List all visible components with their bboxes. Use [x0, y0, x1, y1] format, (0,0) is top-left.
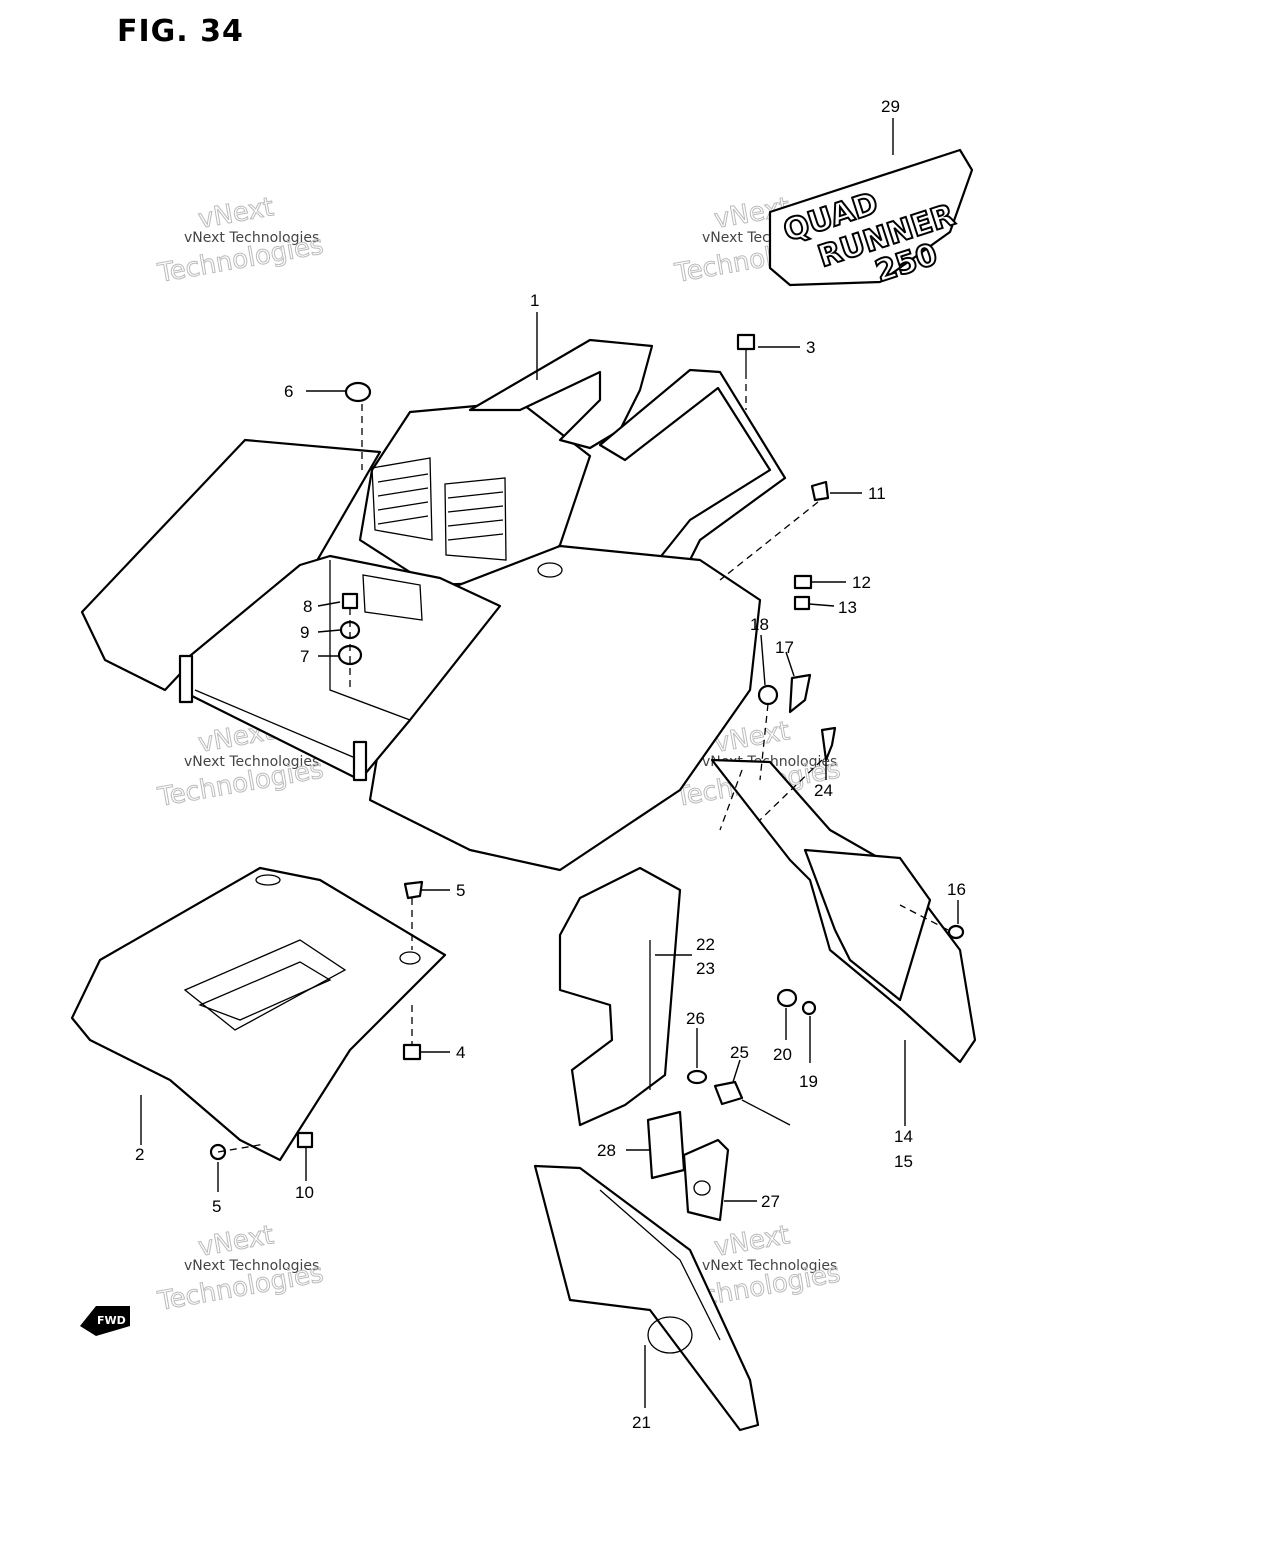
callout-7: 7: [300, 647, 309, 666]
quad-runner-emblem: QUAD RUNNER 250: [768, 148, 974, 291]
forward-arrow-icon: FWD: [80, 1306, 130, 1336]
front-fender-cover: [70, 866, 447, 1162]
watermark-line-2: vNext Technologies: [702, 1258, 837, 1274]
callout-23: 23: [696, 959, 715, 978]
callout-9: 9: [300, 623, 309, 642]
watermark-line-2: vNext Technologies: [184, 754, 319, 770]
callout-1: 1: [530, 291, 539, 310]
assembly-lines: [217, 372, 949, 1153]
callout-17: 17: [775, 638, 794, 657]
callout-10: 10: [295, 1183, 314, 1202]
callout-6: 6: [284, 382, 293, 401]
callout-4: 4: [456, 1043, 465, 1062]
callout-26: 26: [686, 1009, 705, 1028]
callout-leaders: [140, 118, 959, 1408]
side-cover: [710, 758, 977, 1064]
skid-guard: [533, 1164, 760, 1432]
callout-16: 16: [947, 880, 966, 899]
callout-22: 22: [696, 935, 715, 954]
callout-2: 2: [135, 1145, 144, 1164]
callout-18: 18: [750, 615, 769, 634]
callout-27: 27: [761, 1192, 780, 1211]
forward-arrow-label: FWD: [97, 1314, 126, 1327]
front-fender: [80, 338, 787, 872]
callout-20: 20: [773, 1045, 792, 1064]
callout-25: 25: [730, 1043, 749, 1062]
callout-11: 11: [868, 484, 886, 503]
callout-8: 8: [303, 597, 312, 616]
figure-title: FIG. 34: [117, 14, 244, 49]
callout-24: 24: [814, 781, 833, 800]
callout-labels: 1 2 3 4 5 5 6 7 8 9 10 11 12 13 14 15 16…: [135, 97, 966, 1432]
watermark-line-1: vNext: [196, 192, 276, 235]
watermark-bottom-left: vNext vNext Technologies Technologies: [155, 1220, 327, 1318]
watermark-line-2: vNext Technologies: [184, 230, 319, 246]
callout-29: 29: [881, 97, 900, 116]
watermark-line-1: vNext: [196, 1220, 276, 1263]
callout-14: 14: [894, 1127, 913, 1146]
watermark-top-left: vNext vNext Technologies Technologies: [155, 192, 327, 290]
inner-cover: [558, 866, 682, 1127]
callout-21: 21: [632, 1413, 651, 1432]
callout-5b: 5: [212, 1197, 221, 1216]
callout-13: 13: [838, 598, 857, 617]
watermark-line-2: vNext Technologies: [184, 1258, 319, 1274]
callout-5a: 5: [456, 881, 465, 900]
callout-15: 15: [894, 1152, 913, 1171]
watermark-line-1: vNext: [712, 1220, 792, 1263]
callout-28: 28: [597, 1141, 616, 1160]
callout-3: 3: [806, 338, 815, 357]
callout-19: 19: [799, 1072, 818, 1091]
callout-12: 12: [852, 573, 871, 592]
fasteners: [209, 333, 965, 1222]
